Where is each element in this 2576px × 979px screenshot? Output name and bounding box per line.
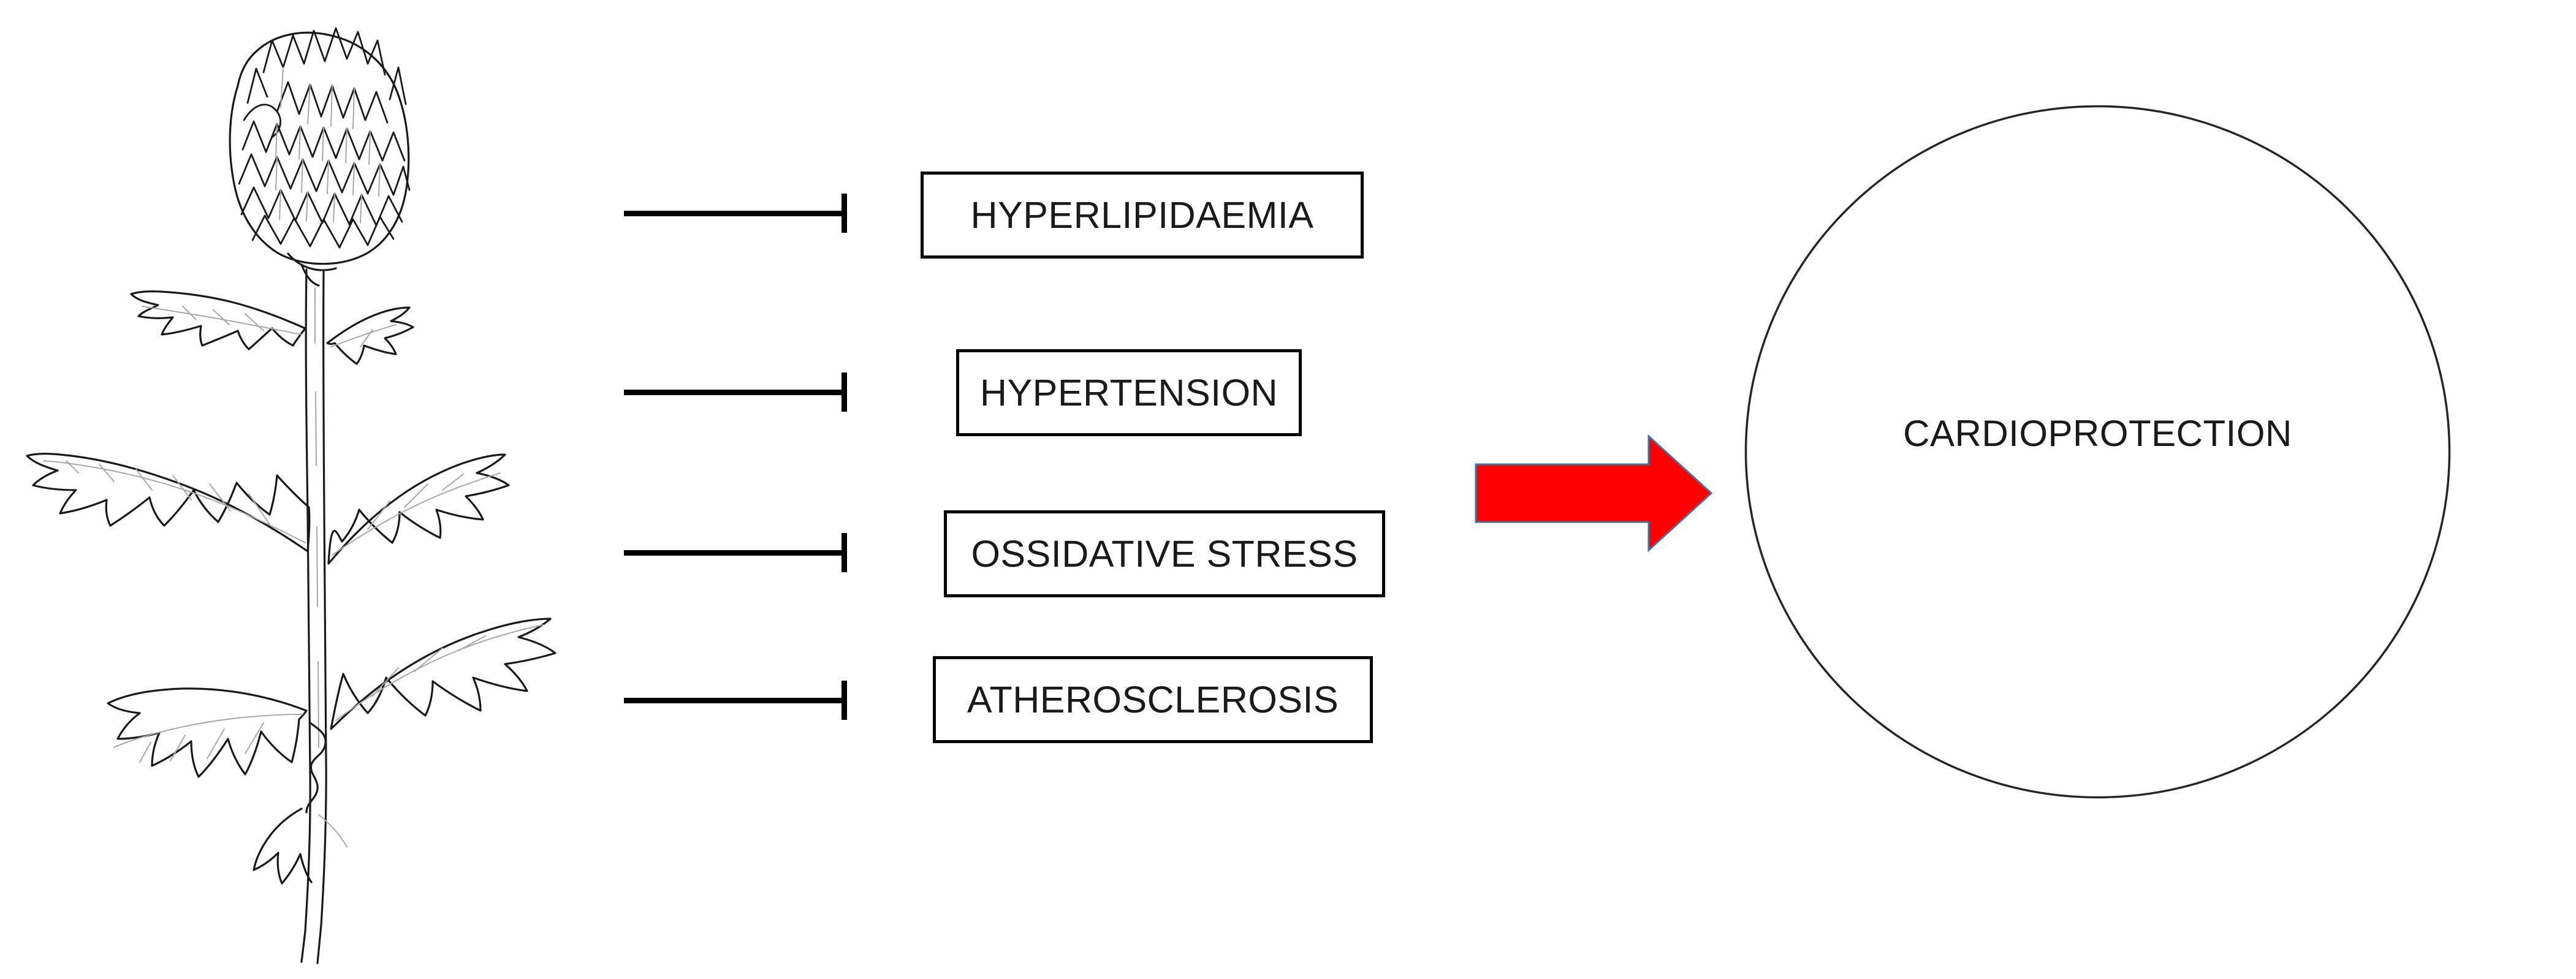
outcome-label: CARDIOPROTECTION [1903, 413, 2292, 454]
inhibition-connector-ossidative-stress [624, 533, 847, 572]
plant-leaf-lower-right [330, 618, 557, 730]
inhibition-connector-hypertension [624, 372, 847, 412]
artichoke-bract-veins [275, 67, 381, 224]
outcome-ellipse[interactable]: CARDIOPROTECTION [1744, 104, 2452, 799]
connector-line [624, 698, 847, 703]
risk-factor-box-hypertension[interactable]: HYPERTENSION [956, 349, 1302, 436]
artichoke-receptacle [287, 252, 337, 287]
artichoke-bracts [238, 27, 411, 249]
risk-factor-label: HYPERLIPIDAEMIA [970, 194, 1314, 236]
connector-inhibit-bar [842, 372, 847, 412]
connector-inhibit-bar [842, 681, 847, 720]
plant-basal-leaf [253, 807, 348, 885]
risk-factor-label: HYPERTENSION [979, 371, 1279, 414]
risk-factor-box-hyperlipidaemia[interactable]: HYPERLIPIDAEMIA [921, 172, 1364, 259]
leads-to-arrow [1471, 429, 1716, 558]
connector-inhibit-bar [842, 194, 847, 233]
risk-factor-box-ossidative-stress[interactable]: OSSIDATIVE STRESS [944, 510, 1385, 597]
arrow-shape [1475, 434, 1713, 553]
plant-leaf-upper-right [326, 306, 414, 365]
artichoke-head-outline [229, 31, 410, 265]
connector-inhibit-bar [842, 533, 847, 572]
artichoke-plant-illustration [0, 0, 588, 979]
inhibition-connector-atherosclerosis [624, 681, 847, 720]
plant-leaf-upper-left [130, 290, 306, 350]
plant-leaf-mid-left [26, 453, 311, 553]
plant-leaf-lower-left [107, 687, 308, 778]
risk-factor-label: ATHEROSCLEROSIS [967, 678, 1339, 720]
inhibition-connector-hyperlipidaemia [624, 194, 847, 233]
connector-line [624, 550, 847, 556]
risk-factor-label: OSSIDATIVE STRESS [971, 532, 1358, 575]
ellipse-shape [1744, 105, 2451, 799]
connector-line [624, 211, 847, 216]
plant-stem [300, 268, 327, 964]
connector-line [624, 390, 847, 395]
risk-factor-box-atherosclerosis[interactable]: ATHEROSCLEROSIS [933, 656, 1373, 743]
plant-leaf-mid-right [327, 453, 510, 565]
